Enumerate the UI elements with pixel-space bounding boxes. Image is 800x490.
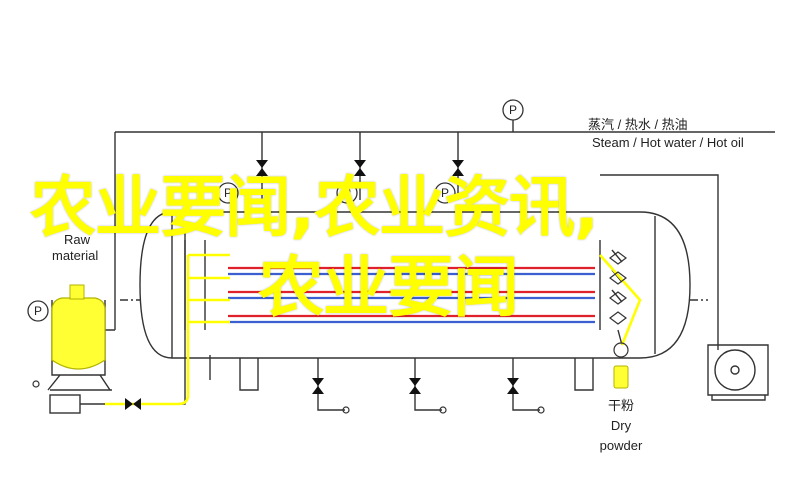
valve-icon: [256, 160, 268, 176]
pressure-gauge-icon: [434, 182, 456, 204]
gauge-letter: P: [224, 186, 232, 200]
steam-label-cn: 蒸汽 / 热水 / 热油: [588, 117, 688, 132]
pressure-gauge-icon: [217, 182, 239, 204]
dry-powder-label-cn: 干粉: [607, 398, 634, 413]
valve-icon: [312, 378, 324, 394]
pressure-gauge-icon: [27, 300, 49, 322]
dry-powder-label-1: Dry: [610, 418, 632, 433]
pressure-gauge-icon: [502, 99, 524, 121]
dryer-vessel: [139, 211, 691, 359]
gauge-letter: P: [509, 103, 517, 117]
gauge-letter: P: [343, 186, 351, 200]
highlight-feed-line: [105, 255, 190, 406]
raw-material-label-1: Raw: [64, 232, 91, 247]
dry-powder-label-2: powder: [599, 438, 643, 453]
overlay-subheadline: 农业要闻: [258, 249, 519, 326]
valve-icon: [409, 378, 421, 394]
gauge-letter: P: [34, 304, 42, 318]
raw-material-tank: [51, 297, 106, 370]
steam-label-en: Steam / Hot water / Hot oil: [592, 135, 744, 150]
motor-housing: [707, 344, 769, 396]
gauge-letter: P: [441, 186, 449, 200]
powder-container: [613, 365, 629, 389]
valve-icon: [507, 378, 519, 394]
overlay-headline: 农业要闻,农业资讯,: [30, 169, 599, 246]
valve-icon: [452, 160, 464, 176]
valve-icon: [354, 160, 366, 176]
valve-icon: [125, 398, 141, 410]
pressure-gauge-icon: [336, 182, 358, 204]
raw-material-label-2: material: [52, 248, 99, 263]
